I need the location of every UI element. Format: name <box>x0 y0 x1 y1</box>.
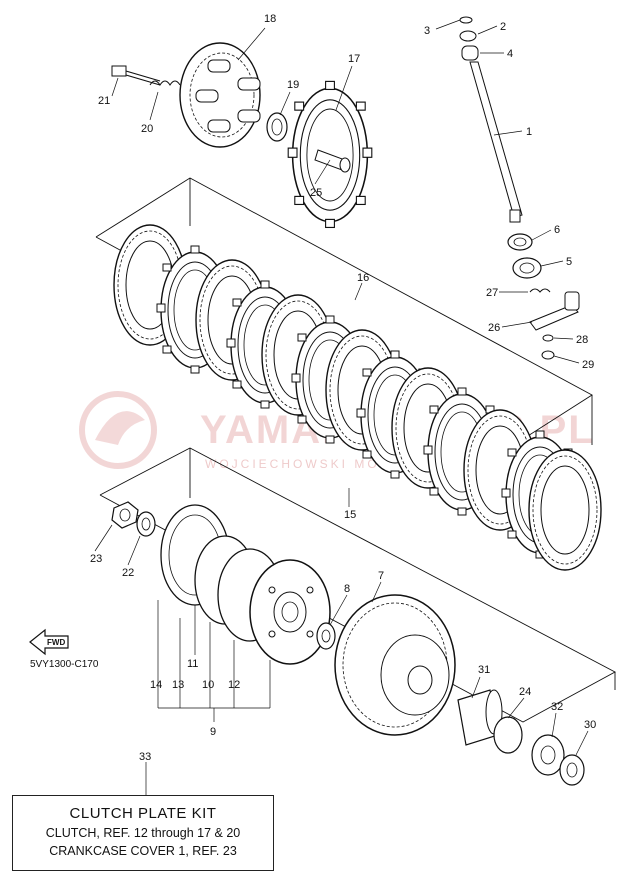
callout-21: 21 <box>98 95 110 107</box>
callout-28: 28 <box>576 334 588 346</box>
fwd-label: FWD <box>47 638 65 647</box>
bearing-19 <box>266 112 288 142</box>
callout-33: 33 <box>139 751 151 763</box>
leader-lines <box>94 19 589 795</box>
bearings-5-6 <box>507 233 542 279</box>
callout-24: 24 <box>519 686 531 698</box>
callout-25: 25 <box>310 187 322 199</box>
spacer-bearing-gear <box>457 689 585 786</box>
fwd-arrow-icon: FWD <box>29 628 69 656</box>
callout-11: 11 <box>187 658 198 670</box>
kit-line-1: CLUTCH, REF. 12 through 17 & 20 <box>45 826 241 840</box>
callout-26: 26 <box>488 322 500 334</box>
callout-7: 7 <box>378 570 384 582</box>
callout-9: 9 <box>210 726 216 738</box>
pressure-plate <box>179 42 261 148</box>
callout-14: 14 <box>150 679 162 691</box>
diagram-code: 5VY1300-C170 <box>30 659 99 670</box>
callout-29: 29 <box>582 359 594 371</box>
callout-5: 5 <box>566 256 572 268</box>
callout-2: 2 <box>500 21 506 33</box>
callout-16: 16 <box>357 272 369 284</box>
nut-washer <box>111 501 156 537</box>
lever-assembly <box>529 288 580 360</box>
callout-13: 13 <box>172 679 184 691</box>
callout-3: 3 <box>424 25 430 37</box>
callout-17: 17 <box>348 53 360 65</box>
callout-19: 19 <box>287 79 299 91</box>
callout-30: 30 <box>584 719 596 731</box>
callout-20: 20 <box>141 123 153 135</box>
callout-10: 10 <box>202 679 214 691</box>
callout-12: 12 <box>228 679 240 691</box>
bolt-spring <box>111 65 181 86</box>
kit-title: CLUTCH PLATE KIT <box>69 805 217 822</box>
callout-23: 23 <box>90 553 102 565</box>
callout-27: 27 <box>486 287 498 299</box>
washer-8 <box>316 622 336 650</box>
callout-labels: 18 17 19 21 20 25 3 2 4 1 6 5 27 26 28 2… <box>90 13 596 763</box>
callout-8: 8 <box>344 583 350 595</box>
kit-line-2: CRANKCASE COVER 1, REF. 23 <box>49 844 237 858</box>
callout-15: 15 <box>344 509 356 521</box>
callout-18: 18 <box>264 13 276 25</box>
callout-32: 32 <box>551 701 563 713</box>
callout-22: 22 <box>122 567 134 579</box>
callout-6: 6 <box>554 224 560 236</box>
clutch-boss <box>160 504 331 665</box>
primary-driven-gear <box>334 594 456 736</box>
clutch-plate-kit-box: CLUTCH PLATE KIT CLUTCH, REF. 12 through… <box>12 795 274 871</box>
callout-4: 4 <box>507 48 513 60</box>
callout-31: 31 <box>478 664 490 676</box>
push-rod-1 <box>459 16 523 223</box>
callout-1: 1 <box>526 126 532 138</box>
